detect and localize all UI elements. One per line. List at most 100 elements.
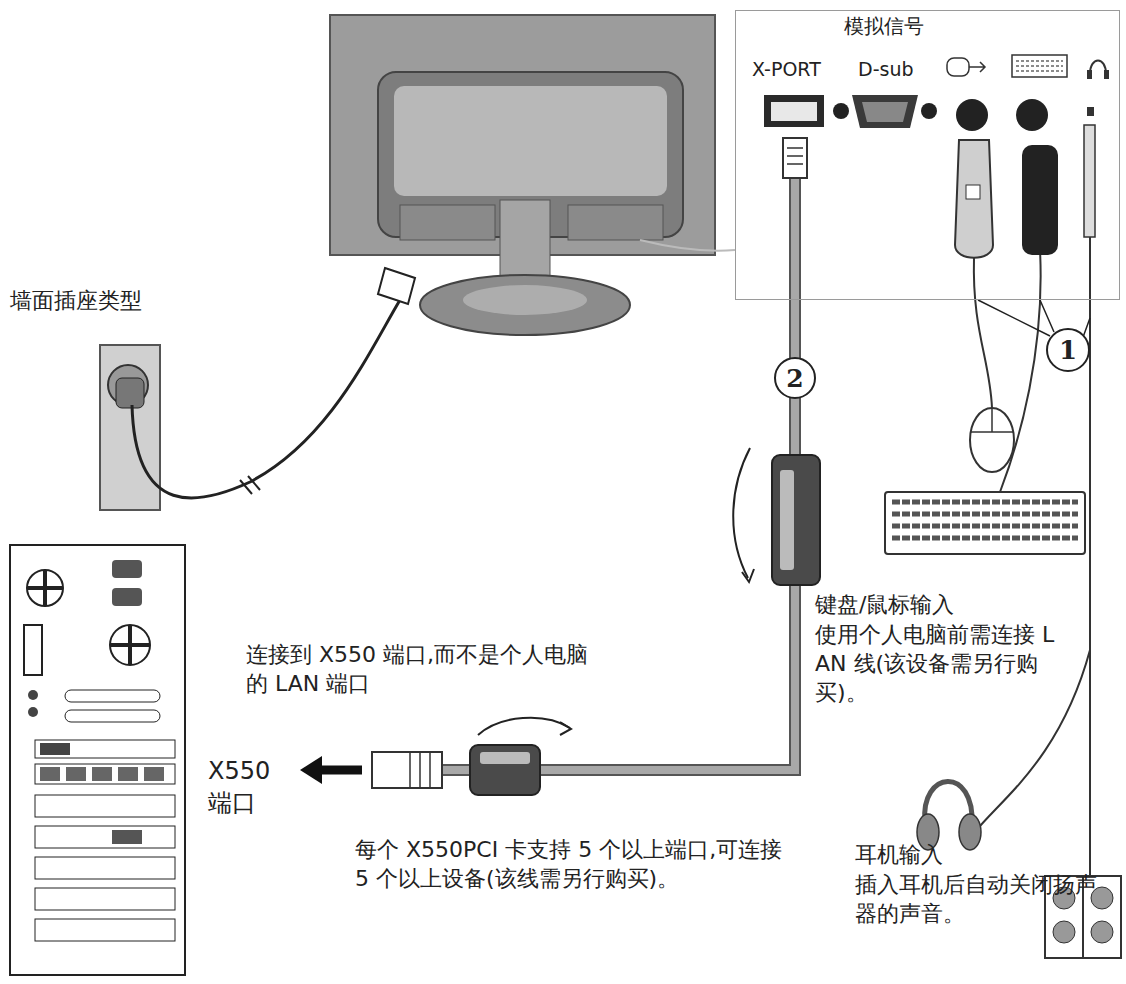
dsub-screw xyxy=(921,103,937,119)
serial-port xyxy=(24,625,42,675)
ferrite-core xyxy=(772,455,820,585)
keyboard-cable xyxy=(1000,250,1041,492)
direction-arrow-head xyxy=(300,756,322,784)
io-slot xyxy=(65,690,160,702)
plug-ribs xyxy=(410,752,430,788)
serial-port xyxy=(112,830,142,844)
direction-arrow xyxy=(318,766,362,775)
lan-cable xyxy=(300,138,820,795)
power-cord xyxy=(132,300,400,498)
rotate-arrow xyxy=(478,718,570,735)
headphone-cup xyxy=(959,814,981,850)
rj45-port-inner xyxy=(771,102,817,121)
audio-cable xyxy=(1089,237,1091,876)
pc-case xyxy=(10,545,185,975)
headphone-cable xyxy=(975,650,1090,832)
input-heading: 耳机输入 xyxy=(855,840,1115,869)
headphone-icon xyxy=(1090,61,1106,75)
expansion-slot xyxy=(35,919,175,941)
keyboard-icon-keys xyxy=(1016,61,1063,71)
expansion-slot xyxy=(35,857,175,879)
card-note: 每个 X550PCI 卡支持 5 个以上端口,可连接 5 个以上设备(该线需另行… xyxy=(355,835,785,893)
rj45-plug xyxy=(783,138,807,178)
callout-circle: 1 xyxy=(1046,328,1090,372)
ferrite-clip xyxy=(780,470,794,570)
lan-port xyxy=(92,767,112,781)
input-note: 插入耳机后自动关闭扬声器的声音。 xyxy=(855,870,1117,928)
dsub-screw xyxy=(833,103,849,119)
pc-fan xyxy=(110,625,150,665)
port-note: 连接到 X550 端口,而不是个人电脑的 LAN 端口 xyxy=(246,640,591,698)
headphone-jack xyxy=(1087,107,1094,116)
headphone-plug xyxy=(1084,125,1095,237)
rj45-port xyxy=(764,95,824,127)
mouse-icon xyxy=(947,58,969,76)
ferrite-core xyxy=(470,745,540,795)
signal-label: 模拟信号 xyxy=(844,15,924,37)
rotate-arrow xyxy=(733,448,750,578)
headphone-icon-cup xyxy=(1104,70,1109,79)
break-mark xyxy=(240,476,260,494)
expansion-slot xyxy=(35,740,175,758)
mouse-cable xyxy=(974,258,992,408)
pc-tower xyxy=(10,545,185,975)
ps2-port xyxy=(28,707,38,717)
speaker-cone xyxy=(1091,921,1113,943)
outlet-label: 墙面插座类型 xyxy=(10,286,210,315)
power-plug xyxy=(116,378,144,408)
callout-circle: 2 xyxy=(774,357,816,399)
keyboard-plug xyxy=(1022,145,1058,255)
expansion-slot xyxy=(35,795,175,817)
zoom-line xyxy=(640,240,735,251)
port-label: X-PORT xyxy=(752,59,821,80)
headphone-icon-cup xyxy=(1087,70,1092,79)
keyboard-keys xyxy=(892,502,1078,538)
expansion-slot xyxy=(35,888,175,910)
io-slot xyxy=(65,710,160,722)
connector-panel: 模拟信号 X-PORT D-sub xyxy=(735,10,1120,300)
vga-port xyxy=(40,743,70,755)
callout-number: 2 xyxy=(786,366,803,391)
monitor-recess xyxy=(394,86,667,196)
power-socket xyxy=(112,560,142,578)
cable xyxy=(440,175,795,770)
mouse-plug xyxy=(955,140,993,258)
port-label: D-sub xyxy=(858,59,914,80)
pc-fan xyxy=(27,570,63,606)
lan-port xyxy=(144,767,164,781)
rotate-arrow-head xyxy=(742,569,754,582)
ps2-port xyxy=(1016,99,1048,131)
keyboard-icon xyxy=(1012,55,1067,77)
pc-fan-blades xyxy=(27,570,63,606)
monitor xyxy=(330,15,735,335)
monitor-port-cover xyxy=(400,205,495,240)
rotate-arrow-head xyxy=(560,722,571,735)
port-label: X550 端口 xyxy=(208,756,288,819)
monitor-base-top xyxy=(463,285,587,315)
ps2-port xyxy=(956,99,988,131)
lan-port xyxy=(40,767,60,781)
dsub-port xyxy=(852,95,918,128)
cable-outline xyxy=(440,175,795,770)
power-socket xyxy=(112,588,142,606)
ferrite-clip xyxy=(480,752,530,764)
wall-outlet xyxy=(100,345,160,510)
mouse xyxy=(970,408,1014,472)
speaker-cone xyxy=(1053,921,1075,943)
peripherals xyxy=(885,125,1121,958)
rj45-plug xyxy=(372,752,442,788)
pc-fan-blades xyxy=(110,625,150,665)
x550-card xyxy=(35,764,175,784)
expansion-slot xyxy=(35,826,175,848)
mouse-icon-tail xyxy=(969,62,985,72)
input-note: 使用个人电脑前需连接 LAN 线(该设备需另行购买)。 xyxy=(815,620,1055,707)
power xyxy=(100,268,415,510)
input-heading: 键盘/鼠标输入 xyxy=(815,590,1055,619)
mouse-plug-icon xyxy=(966,185,980,199)
mouse-buttons xyxy=(970,408,1014,432)
keyboard xyxy=(885,492,1085,554)
dsub-pins xyxy=(862,102,908,122)
lan-port xyxy=(118,767,138,781)
